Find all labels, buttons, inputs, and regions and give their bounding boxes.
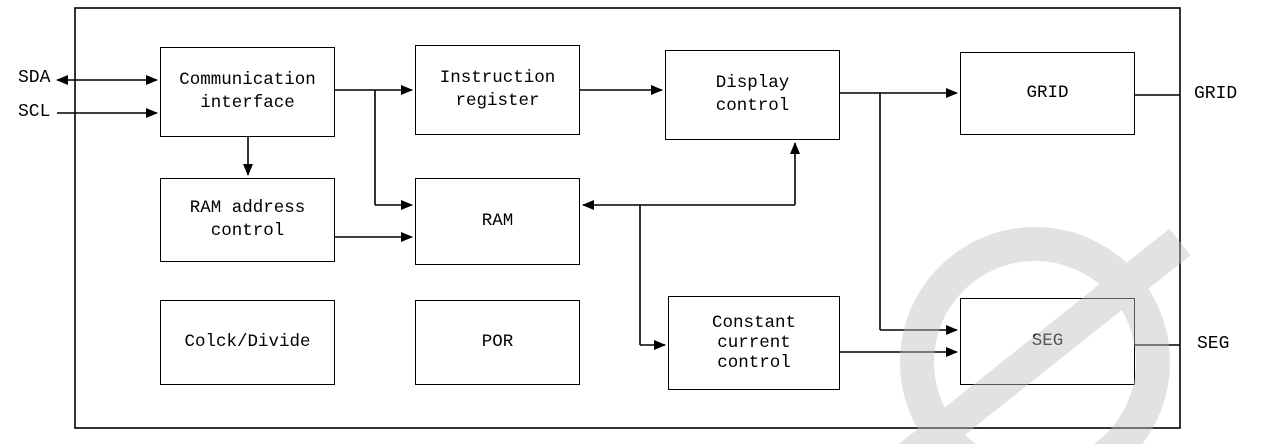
block-instruction-register: Instruction register bbox=[415, 45, 580, 135]
block-display-control: Display control bbox=[665, 50, 840, 140]
block-seg-driver: SEG bbox=[960, 298, 1135, 385]
port-label-scl: SCL bbox=[18, 102, 51, 122]
port-label-sda: SDA bbox=[18, 68, 51, 88]
block-por: POR bbox=[415, 300, 580, 385]
port-label-seg: SEG bbox=[1197, 334, 1230, 354]
port-label-grid: GRID bbox=[1194, 84, 1238, 104]
block-constant-current-control: Constant current control bbox=[668, 296, 840, 390]
block-communication-interface: Communication interface bbox=[160, 47, 335, 137]
block-ram: RAM bbox=[415, 178, 580, 265]
block-ram-address-control: RAM address control bbox=[160, 178, 335, 262]
block-clock-divide: Colck/Divide bbox=[160, 300, 335, 385]
block-grid-driver: GRID bbox=[960, 52, 1135, 135]
chip-boundary bbox=[74, 7, 1181, 429]
